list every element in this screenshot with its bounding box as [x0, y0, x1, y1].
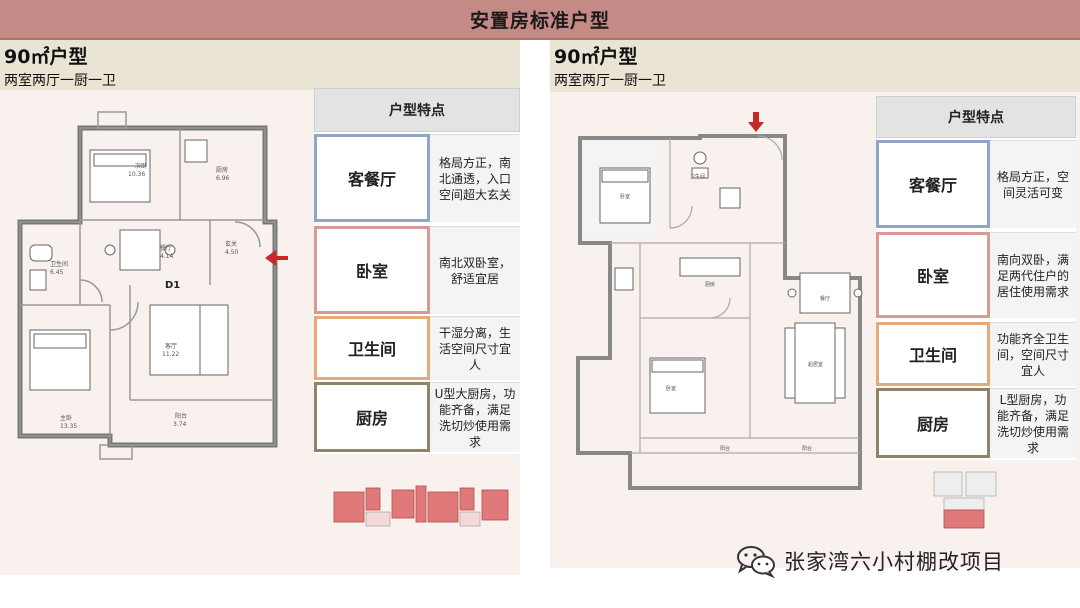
svg-text:3.74: 3.74 — [173, 421, 187, 428]
svg-text:6.96: 6.96 — [216, 175, 230, 182]
right-features-table: 户型特点 客餐厅 格局方正，空间灵活可变 卧室 南向双卧，满足两代住户的居住使用… — [876, 96, 1076, 460]
right-building-footprint — [933, 471, 997, 529]
wechat-icon — [737, 546, 775, 578]
svg-text:次卧: 次卧 — [135, 162, 147, 170]
svg-text:卫生间: 卫生间 — [50, 260, 68, 268]
right-feature-desc-bathroom: 功能齐全卫生间，空间尺寸宜人 — [990, 322, 1076, 386]
right-feature-row-living: 客餐厅 格局方正，空间灵活可变 — [876, 140, 1076, 228]
right-feature-row-bedroom: 卧室 南向双卧，满足两代住户的居住使用需求 — [876, 232, 1076, 318]
left-feature-label-bedroom: 卧室 — [314, 226, 430, 314]
left-entrance-arrow-icon — [265, 250, 288, 266]
account-watermark: 张家湾六小村棚改项目 — [736, 544, 1004, 578]
svg-text:卧室: 卧室 — [666, 385, 676, 392]
left-feature-label-kitchen: 厨房 — [314, 382, 430, 452]
right-feature-desc-bedroom: 南向双卧，满足两代住户的居住使用需求 — [990, 232, 1076, 318]
svg-text:4.14: 4.14 — [160, 253, 174, 260]
svg-text:厨房: 厨房 — [216, 166, 228, 174]
svg-text:阳台: 阳台 — [175, 412, 187, 420]
left-feature-desc-bedroom: 南北双卧室，舒适宜居 — [430, 226, 520, 314]
left-feature-desc-living: 格局方正，南北通透，入口空间超大玄关 — [430, 134, 520, 222]
left-features-header: 户型特点 — [314, 88, 520, 132]
right-unit-header: 90㎡户型 两室两厅一厨一卫 — [550, 40, 1080, 92]
page-title: 安置房标准户型 — [469, 9, 610, 32]
svg-text:D1: D1 — [165, 280, 180, 291]
left-unit-header: 90㎡户型 两室两厅一厨一卫 — [0, 40, 520, 90]
right-feature-row-bathroom: 卫生间 功能齐全卫生间，空间尺寸宜人 — [876, 322, 1076, 386]
right-feature-row-kitchen: 厨房 L型厨房，功能齐备，满足洗切炒使用需求 — [876, 388, 1076, 458]
right-feature-desc-living: 格局方正，空间灵活可变 — [990, 140, 1076, 228]
svg-text:4.50: 4.50 — [225, 249, 239, 256]
left-feature-row-bathroom: 卫生间 干湿分离，生活空间尺寸宜人 — [314, 316, 520, 380]
svg-text:主卧: 主卧 — [60, 414, 72, 422]
right-features-header: 户型特点 — [876, 96, 1076, 138]
left-feature-label-bathroom: 卫生间 — [314, 316, 430, 380]
right-feature-label-bedroom: 卧室 — [876, 232, 990, 318]
svg-text:起居室: 起居室 — [808, 361, 823, 368]
left-feature-desc-kitchen: U型大厨房，功能齐备，满足洗切炒使用需求 — [430, 382, 520, 452]
svg-text:卧室: 卧室 — [620, 193, 630, 200]
left-unit-title: 90㎡户型 — [4, 46, 88, 68]
svg-text:厨房: 厨房 — [705, 281, 715, 288]
svg-text:客厅: 客厅 — [165, 342, 177, 350]
left-feature-row-living: 客餐厅 格局方正，南北通透，入口空间超大玄关 — [314, 134, 520, 222]
right-floor-plan: 卧室 卫生间 厨房 餐厅 卧室 起居室 阳台 阳台 — [576, 112, 863, 490]
svg-text:玄关: 玄关 — [225, 240, 237, 248]
left-feature-row-kitchen: 厨房 U型大厨房，功能齐备，满足洗切炒使用需求 — [314, 382, 520, 452]
left-feature-label-living: 客餐厅 — [314, 134, 430, 222]
left-feature-row-bedroom: 卧室 南北双卧室，舒适宜居 — [314, 226, 520, 314]
svg-text:阳台: 阳台 — [720, 445, 730, 452]
svg-text:卫生间: 卫生间 — [690, 173, 705, 180]
right-feature-label-bathroom: 卫生间 — [876, 322, 990, 386]
svg-text:10.36: 10.36 — [128, 171, 145, 178]
right-unit-title: 90㎡户型 — [554, 46, 638, 68]
svg-text:餐厅: 餐厅 — [820, 295, 830, 302]
right-feature-label-living: 客餐厅 — [876, 140, 990, 228]
left-feature-desc-bathroom: 干湿分离，生活空间尺寸宜人 — [430, 316, 520, 380]
svg-text:餐厅: 餐厅 — [160, 244, 172, 252]
svg-text:阳台: 阳台 — [802, 445, 812, 452]
right-entrance-arrow-icon — [748, 112, 764, 132]
left-unit-subtitle: 两室两厅一厨一卫 — [4, 73, 116, 89]
right-feature-desc-kitchen: L型厨房，功能齐备，满足洗切炒使用需求 — [990, 388, 1076, 458]
right-unit-subtitle: 两室两厅一厨一卫 — [554, 73, 666, 89]
watermark-text: 张家湾六小村棚改项目 — [784, 550, 1004, 574]
right-feature-label-kitchen: 厨房 — [876, 388, 990, 458]
page-banner: 安置房标准户型 — [0, 0, 1080, 40]
svg-text:6.45: 6.45 — [50, 269, 64, 276]
left-features-table: 户型特点 客餐厅 格局方正，南北通透，入口空间超大玄关 卧室 南北双卧室，舒适宜… — [314, 88, 520, 454]
left-building-footprint — [333, 485, 509, 527]
svg-text:13.35: 13.35 — [60, 423, 77, 430]
svg-text:11.22: 11.22 — [162, 351, 179, 358]
